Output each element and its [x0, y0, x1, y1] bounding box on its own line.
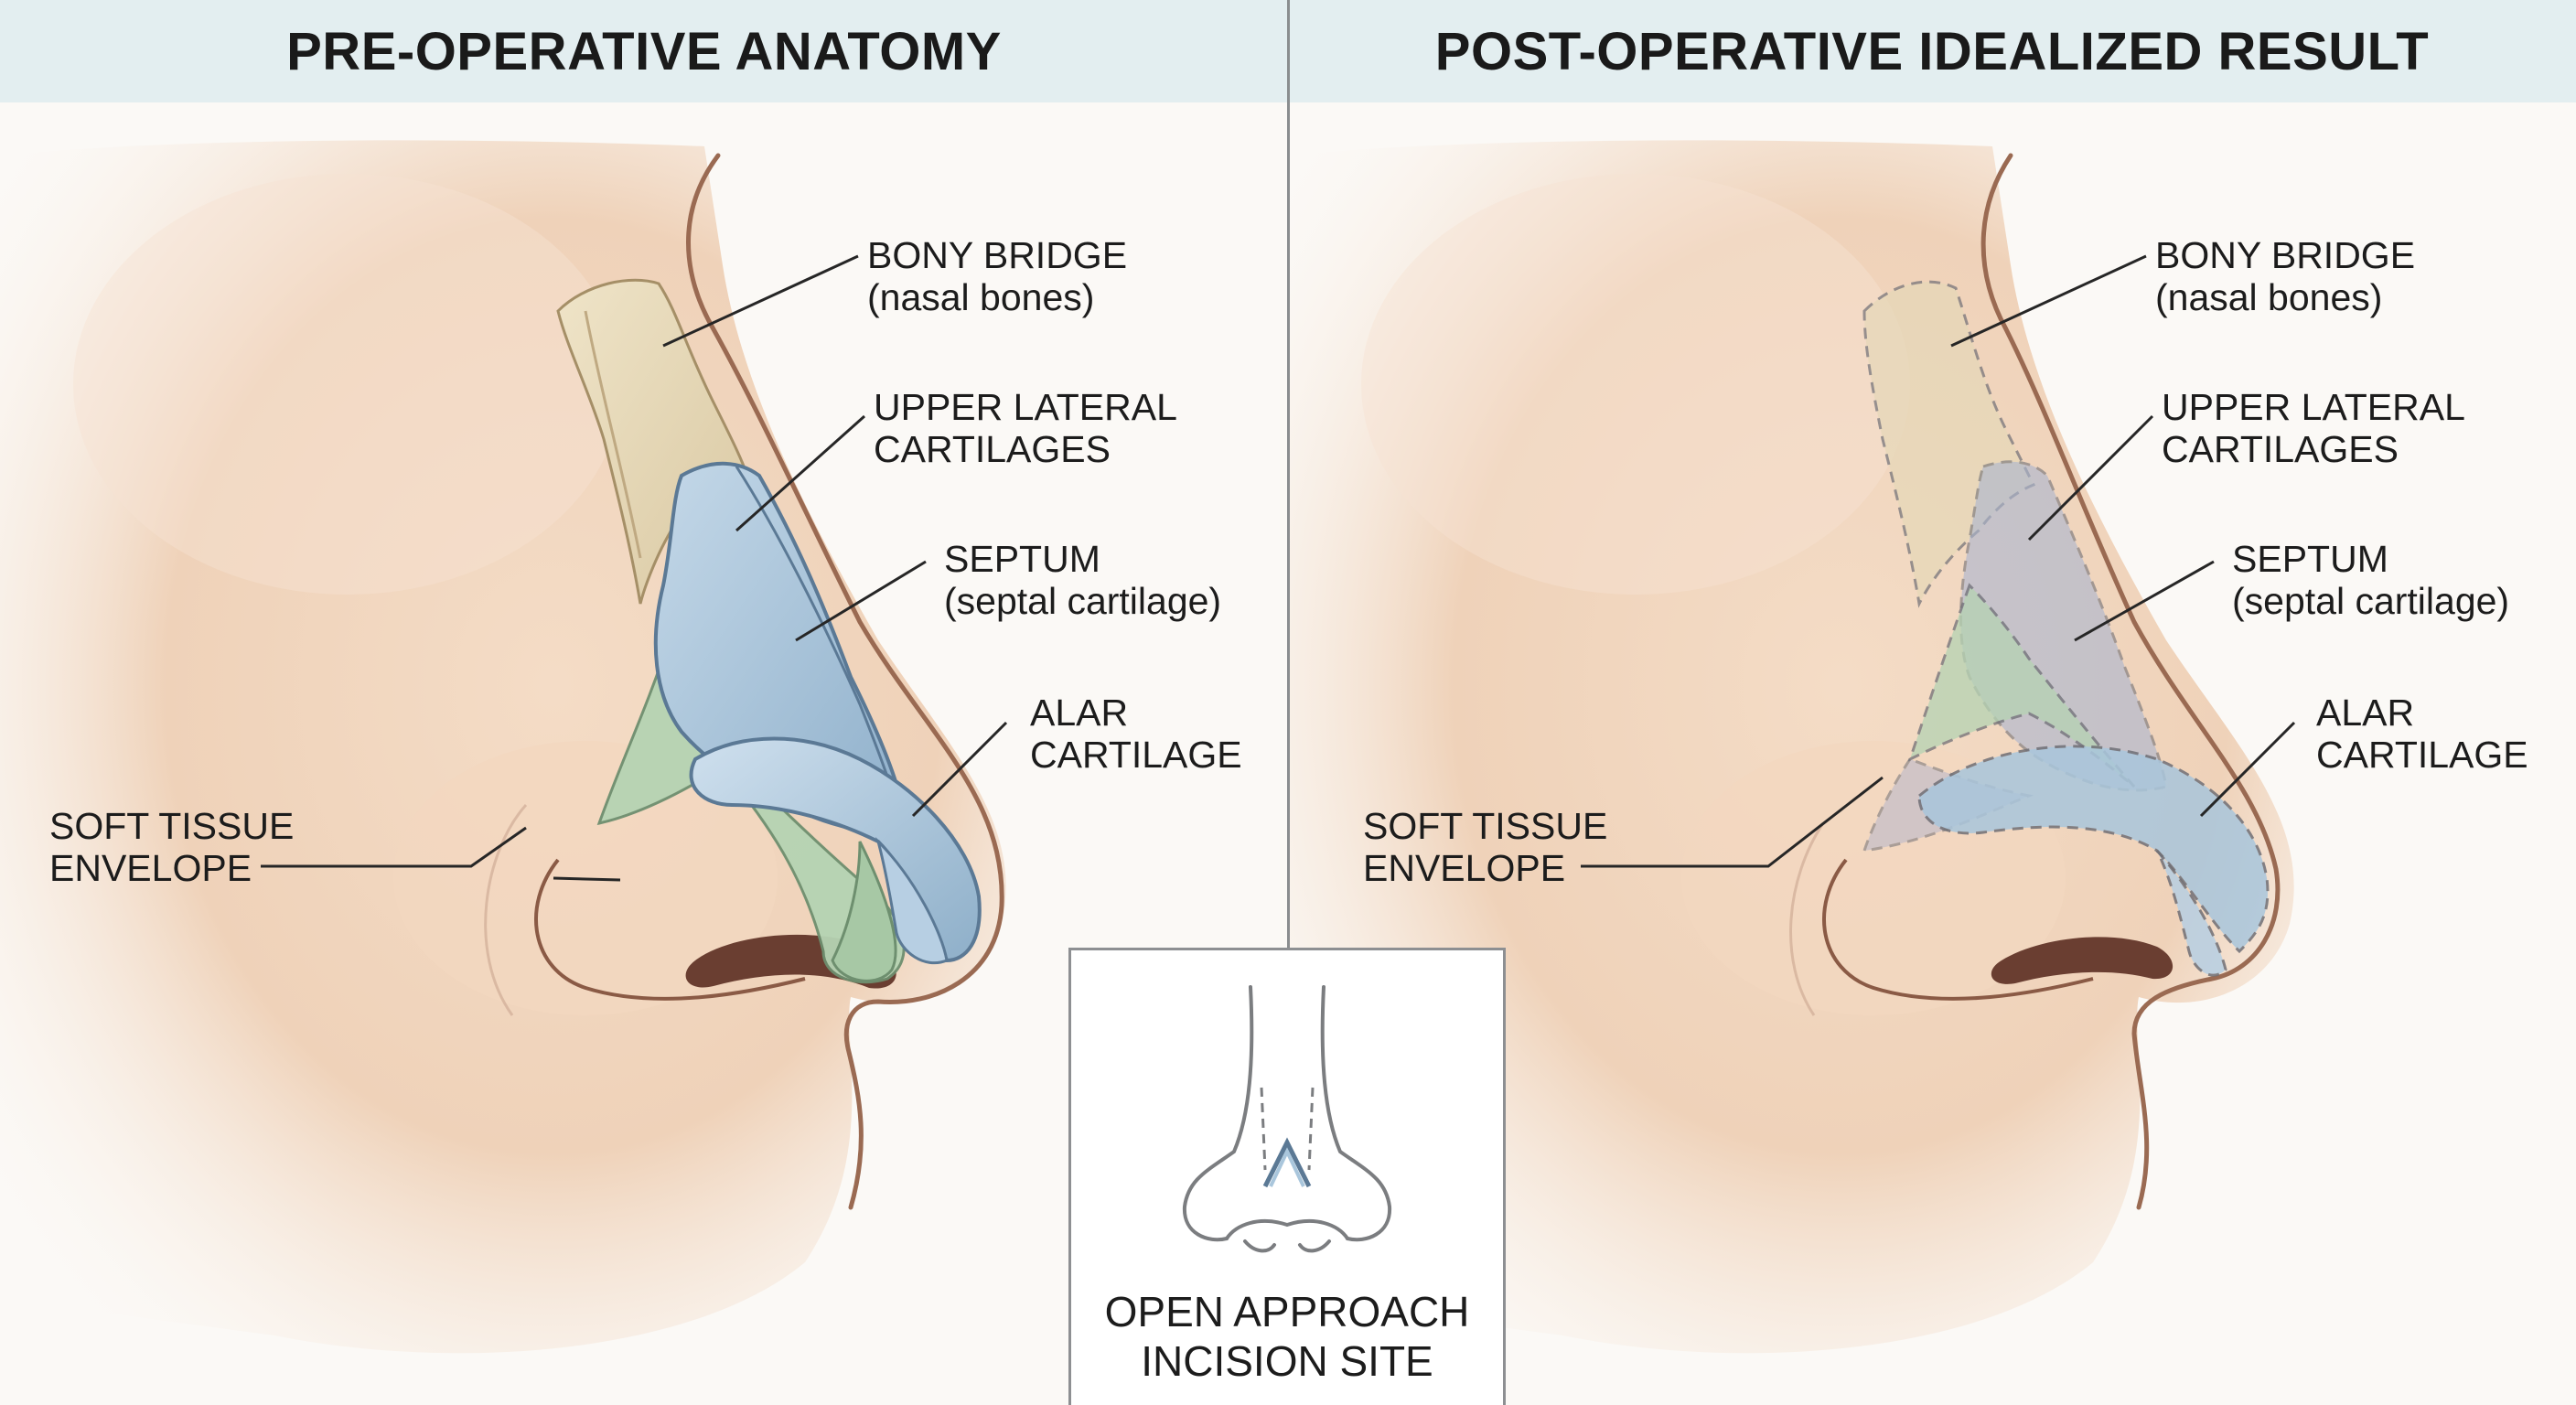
- pre-operative-header: PRE-OPERATIVE ANATOMY: [0, 0, 1288, 102]
- septal-cartilage-lower: [831, 841, 897, 982]
- pre-operative-panel: PRE-OPERATIVE ANATOMY: [0, 0, 1288, 1354]
- nose-profile-outline: [686, 153, 1004, 1210]
- cheek-line: [484, 803, 528, 1016]
- brow-highlight: [73, 174, 622, 595]
- label-soft-tissue-sub: ENVELOPE: [49, 847, 252, 889]
- label-soft-tissue-post-title: SOFT TISSUE: [1363, 805, 1608, 847]
- label-septum-post-sub: (septal cartilage): [2232, 580, 2510, 622]
- pre-operative-title: PRE-OPERATIVE ANATOMY: [286, 21, 1002, 81]
- alar-cartilage: [689, 736, 982, 963]
- post-operative-header: POST-OPERATIVE IDEALIZED RESULT: [1288, 0, 2576, 102]
- nasal-bone-post: [1862, 280, 2036, 608]
- inset-caption-line-1: OPEN APPROACH: [1104, 1288, 1470, 1335]
- leader-lines-right: [1581, 254, 2296, 868]
- label-alar: ALAR CARTILAGE: [1030, 692, 1242, 776]
- leader-lines-left: [261, 254, 1008, 882]
- label-alar-post-sub: CARTILAGE: [2316, 734, 2528, 776]
- leader-bony-bridge-post: [1950, 254, 2147, 348]
- leader-upper-lateral-post: [2027, 414, 2154, 542]
- label-bony-bridge-post-sub: (nasal bones): [2155, 276, 2383, 318]
- label-soft-tissue: SOFT TISSUE ENVELOPE: [49, 805, 294, 889]
- skin-shading: [0, 140, 1006, 1354]
- label-alar-post-title: ALAR: [2316, 692, 2415, 734]
- label-septum-title: SEPTUM: [944, 538, 1100, 580]
- label-bony-bridge-post: BONY BRIDGE (nasal bones): [2155, 234, 2415, 318]
- bone-texture: [584, 310, 642, 559]
- leader-septum-post: [2074, 560, 2215, 642]
- leader-upper-lateral: [735, 414, 865, 532]
- left-incision-dashed: [1260, 1087, 1267, 1171]
- alar-crease-line-post: [1822, 858, 2094, 1001]
- label-upper-lateral-post: UPPER LATERAL CARTILAGES: [2162, 386, 2465, 470]
- label-septum-post: SEPTUM (septal cartilage): [2232, 538, 2509, 622]
- skin-shading-post: [1288, 140, 2294, 1354]
- label-septum-sub: (septal cartilage): [944, 580, 1222, 622]
- label-alar-sub: CARTILAGE: [1030, 734, 1242, 776]
- leader-alar: [911, 721, 1008, 818]
- label-upper-lateral-post-title: UPPER LATERAL: [2162, 386, 2465, 428]
- columellar-incision-mark: [1262, 1137, 1312, 1188]
- idealized-structures: [1862, 280, 2270, 977]
- nostril-post: [1991, 937, 2174, 984]
- leader-soft-tissue-post: [1581, 776, 1884, 868]
- cheek-line-post: [1789, 822, 1825, 1016]
- leader-soft-tissue: [261, 826, 527, 868]
- leader-alar-post: [2199, 721, 2296, 818]
- alar-crease-line: [534, 858, 806, 1001]
- face-skin-post: [1288, 140, 2294, 1354]
- label-soft-tissue-post: SOFT TISSUE ENVELOPE: [1363, 805, 1607, 889]
- nose-profile-outline-post: [1980, 153, 2281, 1210]
- label-septum-post-title: SEPTUM: [2232, 538, 2388, 580]
- right-incision-dashed: [1307, 1087, 1315, 1171]
- right-nostril: [1298, 1239, 1331, 1253]
- face-skin: [0, 140, 1006, 1354]
- alar-cartilage-post: [1917, 745, 2270, 954]
- right-nasal-sidewall: [1320, 985, 1392, 1242]
- post-operative-panel: POST-OPERATIVE IDEALIZED RESULT: [1288, 0, 2576, 1405]
- label-bony-bridge: BONY BRIDGE (nasal bones): [867, 234, 1127, 318]
- brow-highlight-post: [1361, 174, 1910, 595]
- post-operative-title: POST-OPERATIVE IDEALIZED RESULT: [1434, 21, 2430, 81]
- label-upper-lateral-title: UPPER LATERAL: [874, 386, 1177, 428]
- left-nostril: [1243, 1239, 1276, 1253]
- panel-divider: [1287, 0, 1290, 951]
- columellar-incision-highlight: [1269, 1147, 1305, 1187]
- leader-bony-bridge: [662, 254, 859, 348]
- alar-cartilage-lateral-crus: [875, 836, 949, 965]
- label-alar-title: ALAR: [1030, 692, 1129, 734]
- nose-front-view-icon: [1182, 985, 1392, 1253]
- label-upper-lateral-post-sub: CARTILAGES: [2162, 428, 2399, 470]
- label-septum: SEPTUM (septal cartilage): [944, 538, 1221, 622]
- leader-septum: [795, 560, 927, 642]
- label-alar-post: ALAR CARTILAGE: [2316, 692, 2528, 776]
- label-bony-bridge-sub: (nasal bones): [867, 276, 1095, 318]
- label-bony-bridge-post-title: BONY BRIDGE: [2155, 234, 2416, 276]
- inset-caption: OPEN APPROACH INCISION SITE: [1071, 1287, 1503, 1386]
- label-upper-lateral-sub: CARTILAGES: [874, 428, 1111, 470]
- label-bony-bridge-title: BONY BRIDGE: [867, 234, 1128, 276]
- columella-base: [1225, 1219, 1349, 1240]
- label-upper-lateral: UPPER LATERAL CARTILAGES: [874, 386, 1177, 470]
- alar-cartilage-lateral-crus-post: [2155, 850, 2227, 977]
- inset-caption-line-2: INCISION SITE: [1141, 1337, 1433, 1385]
- open-approach-inset: OPEN APPROACH INCISION SITE: [1068, 948, 1506, 1405]
- left-nasal-sidewall: [1182, 985, 1254, 1242]
- septal-cartilage-post: [1907, 583, 2136, 788]
- label-soft-tissue-post-sub: ENVELOPE: [1363, 847, 1566, 889]
- leader-soft-tissue-tip: [553, 876, 621, 882]
- post-operative-nose-illustration: [1288, 140, 2296, 1354]
- label-soft-tissue-title: SOFT TISSUE: [49, 805, 295, 847]
- pre-operative-nose-illustration: [0, 140, 1008, 1354]
